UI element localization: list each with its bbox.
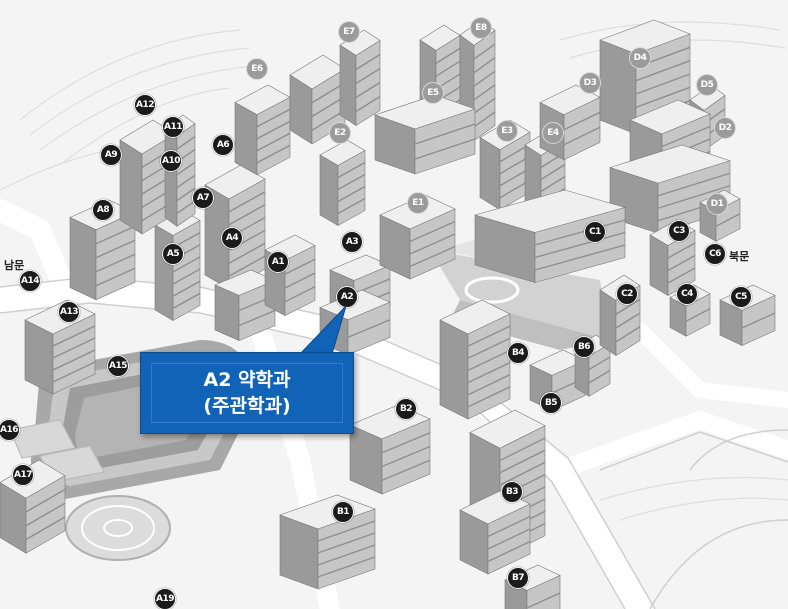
callout-subtitle: (주관학과) [203, 395, 291, 417]
building-block [204, 164, 266, 290]
building-label-e7: E7 [338, 21, 360, 43]
building-label-a9: A9 [100, 144, 122, 166]
building-label-e5: E5 [422, 82, 444, 104]
building-block [339, 29, 381, 127]
building-label-c2: C2 [616, 283, 638, 305]
building-label-c4: C4 [676, 283, 698, 305]
helipad [65, 495, 171, 561]
building-block [234, 84, 291, 176]
building-label-b2: B2 [395, 398, 417, 420]
building-label-a14: A14 [19, 270, 41, 292]
north-gate-label: 북문 [729, 250, 750, 263]
building-label-d1: D1 [706, 193, 728, 215]
building-label-a5: A5 [162, 243, 184, 265]
building-label-e2: E2 [329, 122, 351, 144]
building-label-a1: A1 [267, 251, 289, 273]
building-label-d3: D3 [579, 72, 601, 94]
building-label-a3: A3 [341, 231, 363, 253]
callout-title: A2 약학과 [203, 369, 291, 391]
building-block [154, 209, 201, 322]
building-block [374, 94, 476, 175]
buildings [0, 19, 776, 609]
building-label-d5: D5 [696, 74, 718, 96]
building-label-c6: C6 [704, 243, 726, 265]
building-label-e1: E1 [407, 192, 429, 214]
building-label-e3: E3 [496, 120, 518, 142]
terrain-contours [0, 21, 788, 521]
building-block [439, 299, 511, 420]
building-block [69, 199, 136, 301]
department-callout: A2 약학과 (주관학과) [140, 352, 354, 434]
building-block [214, 269, 276, 341]
building-block [264, 234, 316, 316]
building-label-a6: A6 [212, 134, 234, 156]
building-block [279, 494, 376, 590]
building-label-a11: A11 [162, 116, 184, 138]
building-label-d4: D4 [629, 47, 651, 69]
south-gate-label: 남문 [4, 259, 25, 272]
building-label-b5: B5 [540, 392, 562, 414]
building-label-b3: B3 [501, 481, 523, 503]
building-label-a17: A17 [12, 464, 34, 486]
building-label-c3: C3 [668, 220, 690, 242]
callout-box: A2 약학과 (주관학과) [140, 352, 354, 434]
building-label-a15: A15 [107, 355, 129, 377]
building-label-b7: B7 [507, 567, 529, 589]
building-label-c1: C1 [584, 221, 606, 243]
building-label-a13: A13 [58, 301, 80, 323]
building-label-c5: C5 [730, 286, 752, 308]
building-label-a12: A12 [134, 94, 156, 116]
building-label-a7: A7 [192, 187, 214, 209]
building-label-d2: D2 [714, 117, 736, 139]
building-label-a8: A8 [92, 199, 114, 221]
building-label-b1: B1 [332, 501, 354, 523]
building-label-a2: A2 [336, 286, 358, 308]
building-label-b4: B4 [507, 342, 529, 364]
building-label-a4: A4 [221, 227, 243, 249]
building-label-e4: E4 [542, 122, 564, 144]
building-label-e6: E6 [246, 58, 268, 80]
sports-courts [9, 419, 105, 483]
building-label-b6: B6 [573, 336, 595, 358]
building-label-e8: E8 [470, 17, 492, 39]
building-label-a19: A19 [154, 588, 176, 609]
building-label-a10: A10 [160, 150, 182, 172]
building-block [319, 139, 366, 227]
building-label-a16: A16 [0, 419, 20, 441]
